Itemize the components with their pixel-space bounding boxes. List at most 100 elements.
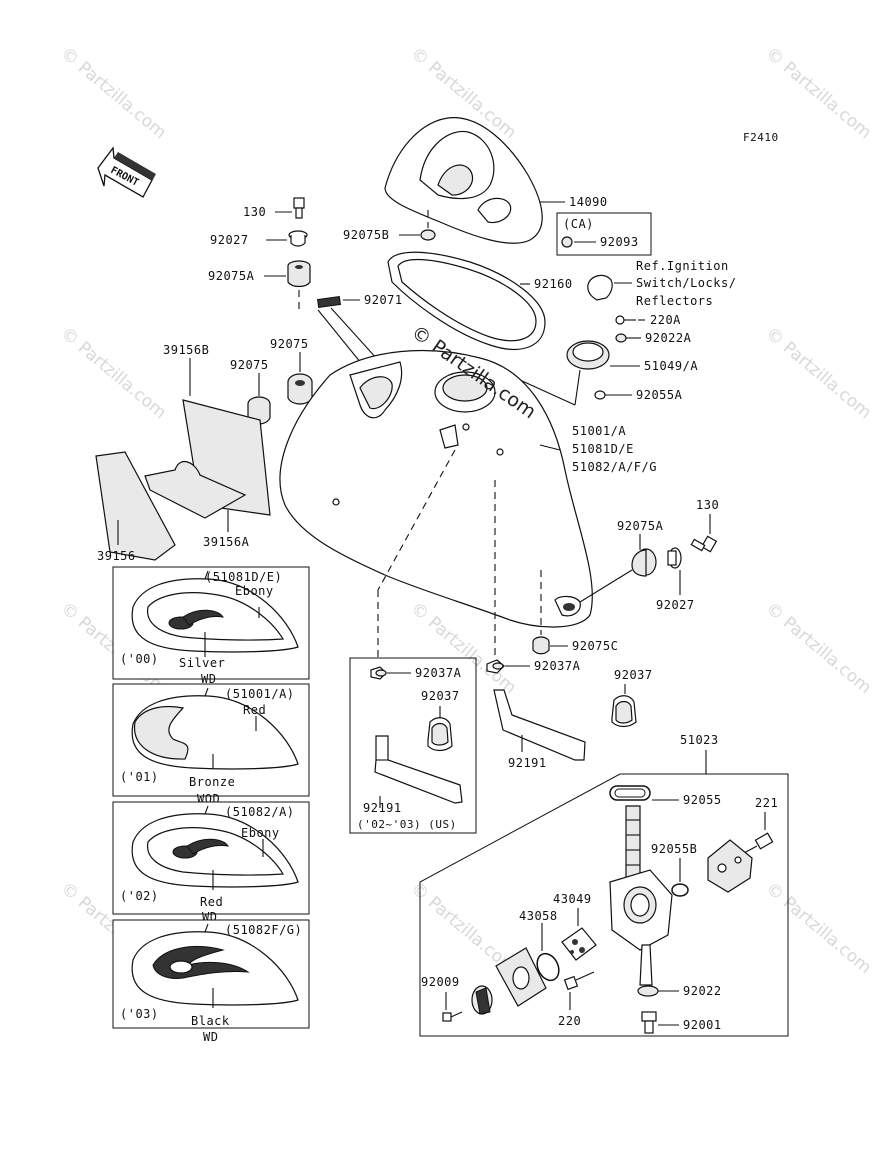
grommet-icon [561,236,573,248]
us-hose-box [349,657,477,834]
screw-icon [442,1011,463,1022]
fuel-hose-icon [374,735,463,804]
variant-suffix: WD [201,672,216,686]
grommet-icon [420,229,436,241]
part-label: 92022 [683,984,722,998]
figure-code: F2410 [743,131,779,144]
variant-year: ('02) [120,889,159,903]
bolt-icon [690,535,718,553]
variant-code: (51001/A) [225,687,295,701]
part-label: 92075A [617,519,664,533]
washer-icon [615,333,627,343]
ref-note-line2: Switch/Locks/ [636,276,736,290]
part-label: 221 [755,796,778,810]
part-label: 92055A [636,388,683,402]
part-label: 92075 [230,358,269,372]
variant-panels: (51081D/E) Ebony ('00) Silver WD (51001/… [112,566,310,1044]
pad-39156a [144,460,247,519]
part-label: 92027 [656,598,695,612]
washer-icon [637,985,659,997]
part-label: 92191 [508,756,547,770]
fuel-hose-icon [493,689,586,761]
variant-top-color: Ebony [241,826,280,840]
variant-panel: (51001/A) Red ('01) Bronze WOD [112,683,310,806]
part-label: 39156A [203,535,250,549]
bolt-icon [293,197,305,219]
damper-icon [287,373,313,405]
variant-code: (51082/A) [225,805,295,819]
o-ring-icon [536,952,560,982]
pad-39156 [95,451,176,561]
hose-clip-icon [486,659,505,674]
valve-plate-icon [495,947,547,1007]
variant-year: ('00) [120,652,159,666]
part-label: 92075A [208,269,255,283]
cover-plate [707,839,753,893]
watermark-text: © Partzilla.com [57,44,170,144]
front-arrow-icon: FRONT [97,146,156,198]
variant-suffix: WD [203,1030,218,1044]
watermark-text: © Partzilla.com [762,44,875,144]
bolt-icon [641,1011,657,1034]
part-label: 130 [243,205,266,219]
part-label: 51082/A/F/G [572,460,657,474]
part-label: 92037 [421,689,460,703]
part-label: 92055 [683,793,722,807]
us-note: ('02~'03) (US) [357,818,457,831]
variant-bottom-color: Black [191,1014,230,1028]
part-label: 14090 [569,195,608,209]
part-label: 92027 [210,233,249,247]
watermark-text: © Partzilla.com [762,599,875,699]
o-ring-icon [594,390,606,400]
variant-panel: (51082F/G) ('03) Black WD [112,919,310,1044]
part-label: 92160 [534,277,573,291]
screw-icon [743,832,774,854]
part-label: 92075 [270,337,309,351]
part-label: 43049 [553,892,592,906]
hose-clip-icon [370,666,387,680]
part-label: 92037A [415,666,462,680]
variant-code: (51081D/E) [205,570,282,584]
ref-note-line1: Ref.Ignition [636,259,729,273]
o-ring-icon [671,883,689,897]
part-label: 92037 [614,668,653,682]
part-label: 51001/A [572,424,626,438]
part-label: 130 [696,498,719,512]
ref-note-line3: Reflectors [636,294,713,308]
hose-clamp-icon [611,695,637,728]
lever-knob-icon [471,985,493,1015]
part-label: 92022A [645,331,692,345]
screw-icon [563,971,595,991]
variant-year: ('03) [120,1007,159,1021]
damper-icon [532,636,550,655]
petcock-assembly-box [419,773,789,1037]
part-label: 92009 [421,975,460,989]
part-label: 220A [650,313,681,327]
damper-icon [631,548,657,577]
part-label: 92075B [343,228,389,242]
watermark-text: © Partzilla.com [762,324,875,424]
part-label: 51081D/E [572,442,634,456]
part-label: 92191 [363,801,402,815]
watermark-text: © Partzilla.com [57,324,170,424]
part-label: 92037A [534,659,581,673]
variant-year: ('01) [120,770,159,784]
part-label: 39156B [163,343,209,357]
part-label: 51023 [680,733,719,747]
part-label: 43058 [519,909,558,923]
variant-bottom-color: Silver [179,656,225,670]
variant-top-color: Red [243,703,266,717]
variant-top-color: Ebony [235,584,274,598]
ca-label: (CA) [563,217,594,231]
watermark-text: © Partzilla.com [762,879,875,979]
variant-bottom-color: Bronze [189,775,235,789]
part-label: 92093 [600,235,639,249]
screw-icon [615,315,636,325]
fuel-tank [279,349,593,628]
part-label: 92055B [651,842,697,856]
clip-icon [316,295,342,309]
variant-code: (51082F/G) [225,923,302,937]
part-label: 39156 [97,549,136,563]
cap-icon [587,274,613,301]
